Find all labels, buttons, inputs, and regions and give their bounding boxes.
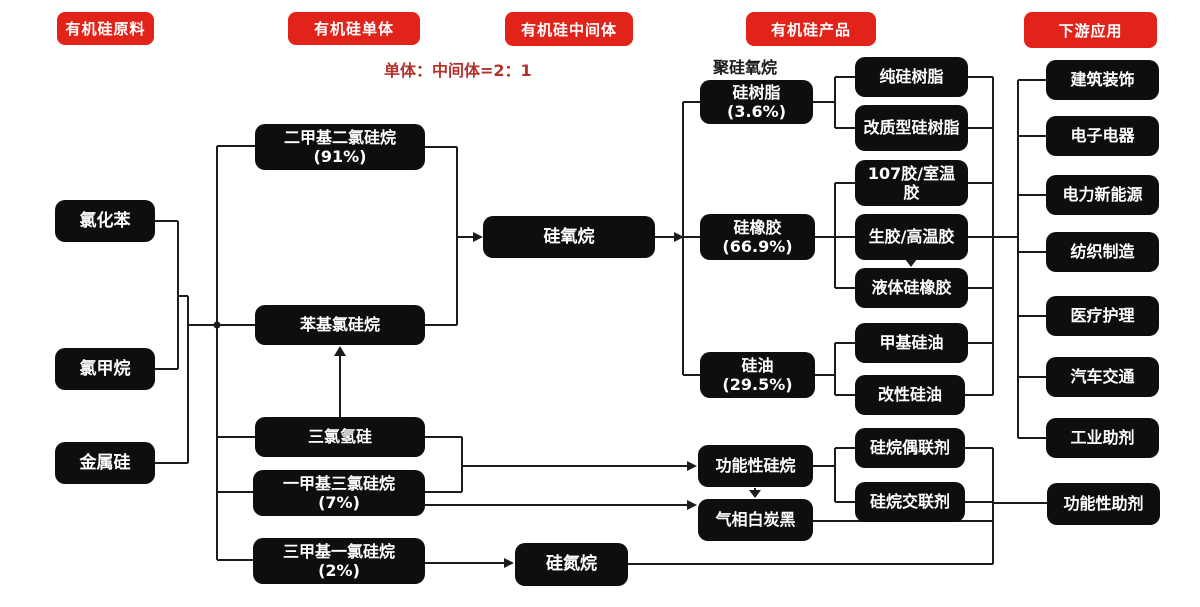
node-app-textile: 纺织制造 [1046,232,1159,272]
node-dimethyldichlorosilane: 二甲基二氯硅烷(91%) [255,124,425,170]
header-products: 有机硅产品 [746,12,876,46]
header-intermediates: 有机硅中间体 [505,12,633,46]
node-app-building-decoration: 建筑装饰 [1046,60,1159,100]
node-modified-silicone-oil: 改性硅油 [855,375,965,415]
node-silicon-metal: 金属硅 [55,442,155,484]
node-silane-coupling-agent: 硅烷偶联剂 [855,428,965,468]
node-app-electronics: 电子电器 [1046,116,1159,156]
node-liquid-silicone-rubber: 液体硅橡胶 [855,268,968,308]
node-silane-crosslinking-agent: 硅烷交联剂 [855,482,965,522]
node-silicone-rubber: 硅橡胶(66.9%) [700,214,815,260]
node-app-industrial-additives: 工业助剂 [1046,418,1159,458]
node-methyltrichlorosilane: 一甲基三氯硅烷(7%) [253,470,425,516]
polysiloxane-label: 聚硅氧烷 [713,58,778,77]
node-modified-silicone-resin: 改质型硅树脂 [855,105,968,151]
ratio-note: 单体：中间体=2：1 [384,61,532,80]
node-methyl-silicone-oil: 甲基硅油 [855,323,968,363]
node-trichlorosilane: 三氯氢硅 [255,417,425,457]
node-app-functional-additives: 功能性助剂 [1047,483,1160,525]
node-siloxane: 硅氧烷 [483,216,655,258]
header-monomers: 有机硅单体 [288,12,420,45]
node-silicone-oil: 硅油(29.5%) [700,352,815,398]
node-chloromethane: 氯甲烷 [55,348,155,390]
node-raw-htv-rubber: 生胶/高温胶 [855,214,968,260]
node-107-rtv-rubber: 107胶/室温胶 [855,160,968,206]
node-trimethylchlorosilane: 三甲基一氯硅烷(2%) [253,538,425,584]
node-chlorobenzene: 氯化苯 [55,200,155,242]
node-app-automotive: 汽车交通 [1046,357,1159,397]
node-phenylchlorosilane: 苯基氯硅烷 [255,305,425,345]
node-app-medical-care: 医疗护理 [1046,296,1159,336]
node-functional-silane: 功能性硅烷 [698,445,813,487]
node-pure-silicone-resin: 纯硅树脂 [855,57,968,97]
node-fumed-silica: 气相白炭黑 [698,499,813,541]
node-silicone-resin: 硅树脂(3.6%) [700,80,813,124]
node-app-power-new-energy: 电力新能源 [1046,175,1159,215]
node-silazane: 硅氮烷 [515,543,628,586]
header-raw-materials: 有机硅原料 [57,12,154,45]
header-applications: 下游应用 [1024,12,1157,48]
